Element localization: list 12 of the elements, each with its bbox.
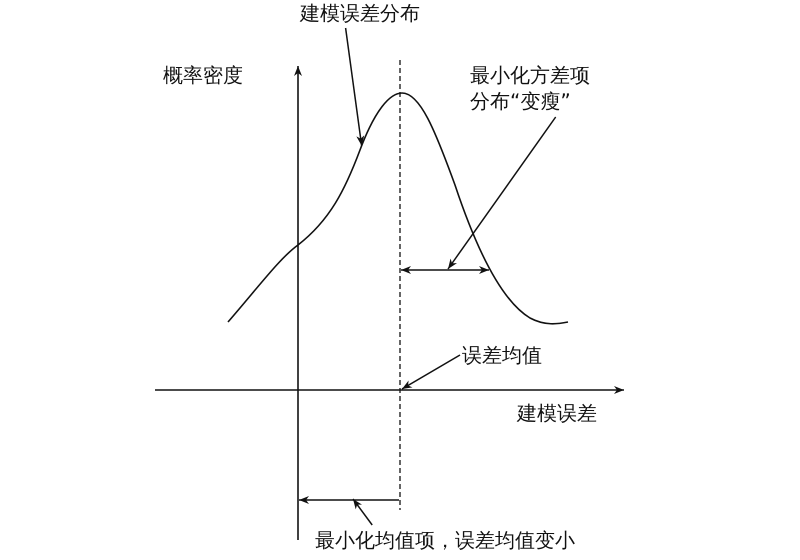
axis-label: 概率密度 [163, 62, 243, 88]
mean-shift-arrow [299, 496, 399, 504]
axis-label: 建模误差 [517, 400, 597, 426]
annotation-text: 误差均值 [462, 342, 542, 368]
distribution-curve [227, 92, 568, 324]
annotation-text: 最小化均值项，误差均值变小 [315, 527, 575, 553]
leader-arrow [447, 116, 556, 270]
annotation-text: 建模误差分布 [300, 0, 420, 26]
leader-arrow [344, 28, 364, 146]
leader-arrow [402, 354, 460, 390]
annotation-text: 最小化方差项分布“变瘦” [470, 62, 596, 114]
leader-arrow [352, 498, 373, 526]
